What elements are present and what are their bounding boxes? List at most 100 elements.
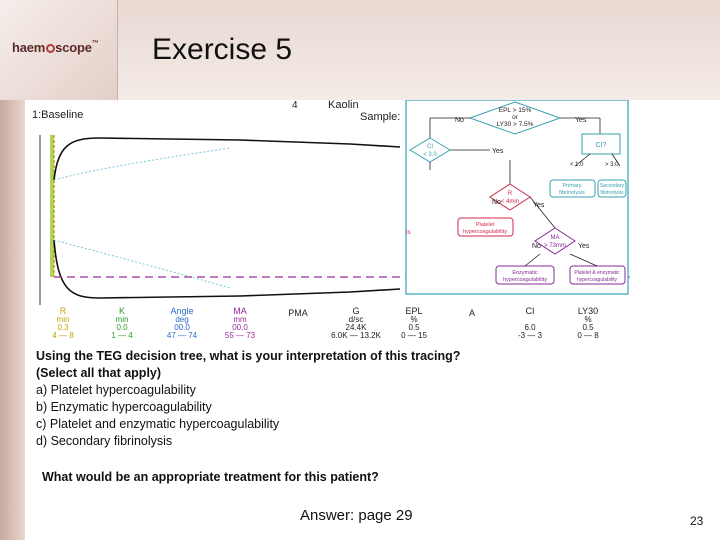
option-c: c) Platelet and enzymatic hypercoagulabi… (36, 417, 280, 431)
param-ci-name: CI (526, 306, 535, 316)
yes-label-2: Yes (492, 148, 504, 155)
parameter-table: R min 0.3 4 — 8 K min 0.0 1 — 4 Angle de… (52, 306, 599, 340)
logo-panel (0, 0, 118, 100)
enzymatic-line2: hypercoagulability (503, 277, 547, 283)
logo-o-icon (45, 44, 55, 53)
upper-trace-curve (53, 137, 401, 181)
r-line1: R (508, 191, 513, 197)
param-ma-name: MA (233, 306, 247, 316)
epl-line2: or (512, 114, 519, 121)
epl-line3: LY30 > 7.5% (497, 121, 534, 128)
param-a-name: A (469, 308, 475, 318)
option-d: d) Secondary fibrinolysis (36, 434, 173, 448)
platelet-line2: hypercoagulability (463, 229, 507, 235)
decision-tree: ts EPL > 15% or LY30 > 7.5% No Yes CI < … (405, 99, 629, 295)
ma-line2: > 73mm (544, 243, 566, 249)
platelet-box (457, 217, 514, 237)
param-ci-range: -3 — 3 (518, 331, 543, 340)
primary-line1: Primary (563, 183, 582, 189)
param-ma-value: mm (233, 315, 247, 324)
epl-diamond (468, 101, 562, 135)
secondary-fibrinolysis-box (597, 179, 627, 198)
param-r-value2: 0.3 (57, 323, 69, 332)
param-ly30-value: % (584, 315, 591, 324)
param-k-name: K (119, 306, 125, 316)
param-angle-range: 47 — 74 (167, 331, 198, 340)
param-angle-name: Angle (170, 306, 193, 316)
tracing-header-num: 4 (292, 100, 298, 111)
lower-trace-curve (53, 239, 401, 299)
secondary-line2: fibrinolysis (600, 190, 624, 196)
r-diamond (489, 183, 531, 211)
option-b: b) Enzymatic hypercoagulability (36, 400, 212, 414)
yes-label-3: Yes (533, 202, 545, 209)
param-k-value: min (116, 315, 129, 324)
both-line2: hypercoagulability (577, 277, 618, 283)
param-epl-value2: 0.5 (408, 323, 420, 332)
param-g-value2: 24.4K (346, 323, 368, 332)
param-ma-range: 55 — 73 (225, 331, 256, 340)
header-band (0, 0, 720, 100)
tracing-header-mid: Kaolin (328, 100, 359, 111)
param-ly30-name: LY30 (578, 306, 598, 316)
param-r-name: R (60, 306, 67, 316)
ma-line1: MA (551, 235, 560, 241)
no-label-3: No (532, 243, 541, 250)
param-angle-value: deg (175, 315, 188, 324)
teg-tracing-panel: 1:Baseline 4 Kaolin Sample: R min 0.3 4 … (30, 99, 630, 345)
tracing-header-right: Sample: (360, 111, 400, 123)
primary-line2: fibrinolysis (559, 190, 585, 196)
r-time-marker (50, 135, 54, 277)
no-label-1: No (455, 117, 464, 124)
epl-line1: EPL > 15% (499, 107, 532, 114)
upper-reference-curve (53, 147, 231, 181)
option-a: a) Platelet hypercoagulability (36, 383, 196, 397)
ci-question-label: CI? (596, 142, 607, 149)
param-ci-value2: 6.0 (524, 323, 536, 332)
treatment-question: What would be an appropriate treatment f… (42, 470, 379, 484)
partial-label: ts (406, 230, 411, 236)
enzymatic-line1: Enzymatic (512, 270, 538, 276)
yes-label-4: Yes (578, 243, 590, 250)
ci-question-box (581, 133, 621, 155)
answer-reference: Answer: page 29 (300, 507, 413, 524)
gt3-label: > 3.0 (605, 162, 619, 168)
page-number: 23 (690, 514, 704, 528)
param-ma-value2: 00.0 (232, 323, 248, 332)
teg-tracing-svg: 1:Baseline 4 Kaolin Sample: R min 0.3 4 … (32, 99, 630, 340)
param-ly30-value2: 0.5 (582, 323, 594, 332)
header-divider (117, 0, 118, 100)
param-epl-range: 0 — 15 (401, 331, 427, 340)
param-g-range: 6.0K — 13.2K (331, 331, 381, 340)
ma-diamond (534, 227, 576, 255)
lower-reference-curve (53, 239, 231, 289)
param-r-range: 4 — 8 (52, 331, 74, 340)
secondary-line1: Secondary (600, 183, 624, 189)
both-box (569, 265, 626, 285)
tracing-header-left: 1:Baseline (32, 109, 83, 121)
question-line1: Using the TEG decision tree, what is you… (36, 349, 461, 363)
param-r-value: min (57, 315, 70, 324)
param-g-name: G (352, 306, 359, 316)
slide-title: Exercise 5 (152, 33, 293, 66)
r-line2: < 4min (501, 199, 519, 205)
ci-line1: CI (427, 144, 433, 150)
ci-line2: < 3.0 (423, 152, 437, 158)
lt1-label: < 1.0 (570, 162, 584, 168)
no-label-2: No (492, 199, 501, 206)
question-block: Using the TEG decision tree, what is you… (36, 348, 631, 450)
param-k-value2: 0.0 (116, 323, 128, 332)
primary-fibrinolysis-box (549, 179, 596, 198)
yes-label-1: Yes (575, 117, 587, 124)
param-pma-name: PMA (288, 308, 308, 318)
param-ly30-range: 0 — 8 (577, 331, 599, 340)
param-epl-value: % (410, 315, 417, 324)
both-line1: Platelet & enzymatic (574, 270, 620, 276)
platelet-line1: Platelet (476, 222, 495, 228)
question-line2: (Select all that apply) (36, 366, 162, 380)
param-k-range: 1 — 4 (111, 331, 133, 340)
param-g-value: d/sc (349, 315, 364, 324)
param-angle-value2: 00.0 (174, 323, 190, 332)
param-epl-name: EPL (405, 306, 422, 316)
